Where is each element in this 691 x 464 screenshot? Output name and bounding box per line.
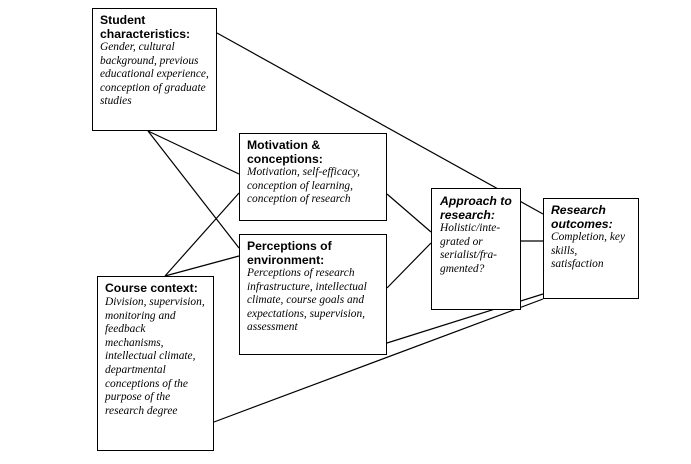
node-body: Division, supervision, monitoring and fe… xyxy=(105,296,205,417)
node-title: Perceptions of environment: xyxy=(247,239,332,267)
node-title: Student characteristics: xyxy=(100,13,191,41)
edge-context-motivation xyxy=(164,192,240,277)
edge-context-perceptions xyxy=(164,255,240,277)
edge-context-outcomes xyxy=(213,298,544,423)
node-title: Research outcomes: xyxy=(551,203,613,231)
node-body: Motivation, self-efficacy, conception of… xyxy=(247,166,360,206)
node-title: Motivation & conceptions: xyxy=(247,138,323,166)
edge-perceptions-approach xyxy=(386,242,432,289)
node-course-context: Course context: Division, supervision, m… xyxy=(97,276,214,451)
edge-student-outcomes xyxy=(216,32,544,215)
node-body: Gender, cultural background, previous ed… xyxy=(100,41,209,108)
node-body: Completion, key skills, satisfaction xyxy=(551,231,626,271)
node-body: Holistic/inte-grated or serialist/fra-gm… xyxy=(440,222,501,275)
node-title: Approach to research: xyxy=(440,194,512,222)
node-research-outcomes: Research outcomes: Completion, key skill… xyxy=(543,198,639,299)
node-approach-to-research: Approach to research: Holistic/inte-grat… xyxy=(431,188,521,310)
edge-student-perceptions xyxy=(147,130,240,249)
edge-motivation-approach xyxy=(386,193,432,233)
edge-student-motivation xyxy=(147,130,240,175)
node-title: Course context: xyxy=(105,281,198,295)
node-motivation-conceptions: Motivation & conceptions: Motivation, se… xyxy=(239,133,387,221)
node-perceptions-of-environment: Perceptions of environment: Perceptions … xyxy=(239,234,387,355)
node-student-characteristics: Student characteristics: Gender, cultura… xyxy=(92,8,217,131)
node-body: Perceptions of research infrastructure, … xyxy=(247,267,367,334)
